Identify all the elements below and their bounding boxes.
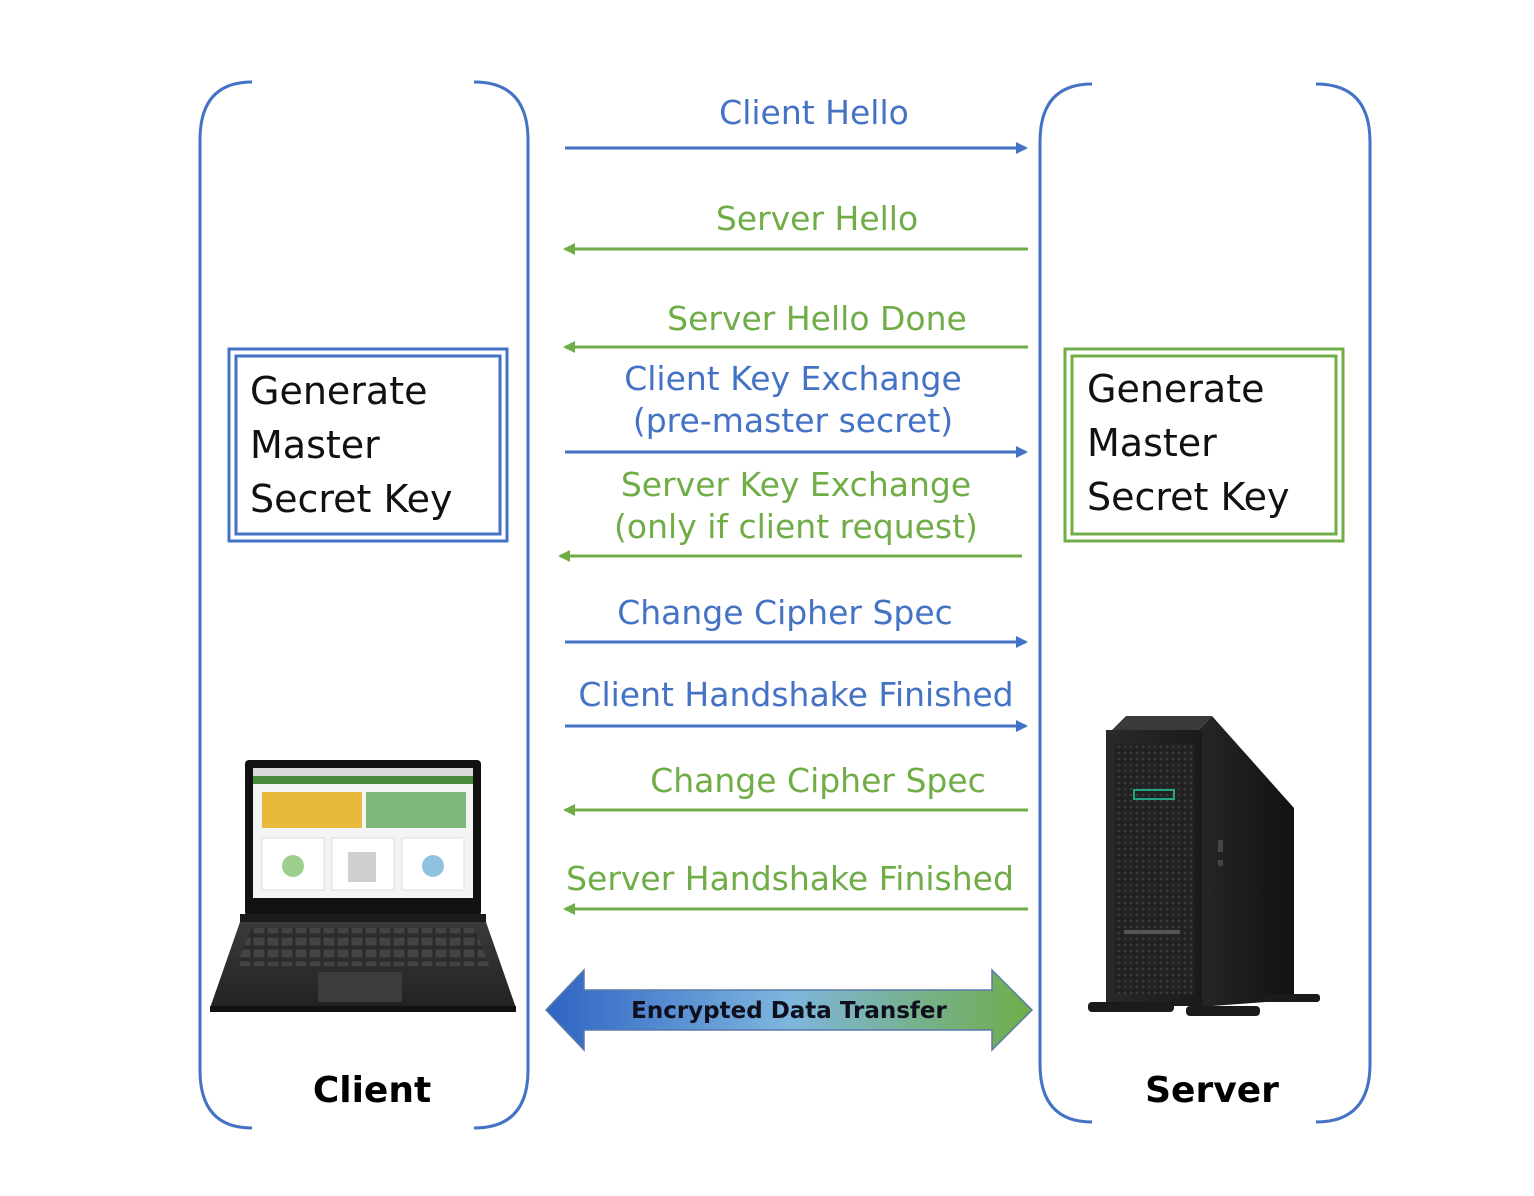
server-label: Server: [1145, 1070, 1279, 1111]
client-box-line-3: Secret Key: [250, 477, 452, 521]
encrypted-transfer-label: Encrypted Data Transfer: [631, 998, 947, 1024]
client-box-line-1: Generate: [250, 369, 427, 413]
client-label: Client: [313, 1070, 431, 1111]
message-label-4-line-2: (pre-master secret): [633, 401, 953, 440]
message-label-5-line-2: (only if client request): [614, 507, 978, 546]
client-generate-box: Generate Master Secret Key: [227, 347, 509, 543]
server-bracket: [1038, 82, 1372, 1124]
message-label-2: Server Hello: [716, 199, 918, 238]
server-box-line-2: Master: [1087, 421, 1217, 465]
client-bracket: [198, 80, 530, 1130]
laptop-icon: [210, 760, 516, 1012]
server-box-line-1: Generate: [1087, 367, 1264, 411]
client-box-line-2: Master: [250, 423, 380, 467]
message-label-7: Client Handshake Finished: [578, 675, 1013, 714]
encrypted-transfer-banner: Encrypted Data Transfer: [544, 968, 1034, 1052]
message-label-3: Server Hello Done: [667, 299, 967, 338]
tower-server-icon: [1088, 716, 1320, 1016]
message-label-1: Client Hello: [719, 93, 909, 132]
server-box-line-3: Secret Key: [1087, 475, 1289, 519]
message-label-9: Server Handshake Finished: [566, 859, 1014, 898]
message-label-6: Change Cipher Spec: [617, 593, 953, 632]
message-label-8: Change Cipher Spec: [650, 761, 986, 800]
server-generate-box: Generate Master Secret Key: [1063, 347, 1345, 543]
message-label-4-line-1: Client Key Exchange: [624, 359, 962, 398]
message-label-5-line-1: Server Key Exchange: [621, 465, 971, 504]
